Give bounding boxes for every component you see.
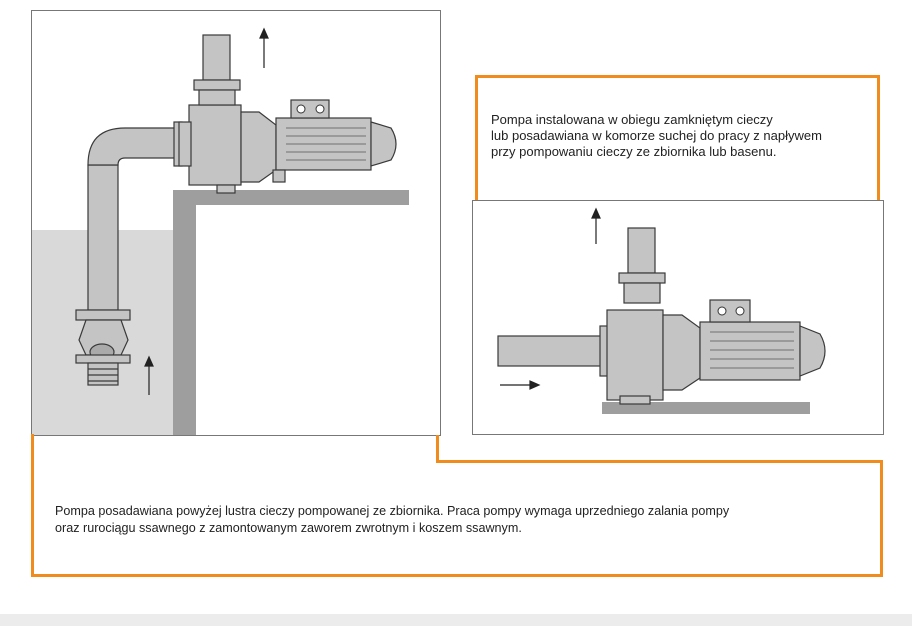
callout-connector bbox=[436, 435, 439, 461]
pump-casing bbox=[188, 104, 242, 186]
discharge-pipe bbox=[202, 34, 231, 81]
pump-casing bbox=[606, 309, 664, 401]
suction-pipe-vertical bbox=[87, 164, 119, 311]
flow-arrow-up-icon bbox=[259, 27, 269, 68]
closed-loop-diagram bbox=[472, 200, 884, 435]
pump-floor bbox=[173, 190, 409, 205]
suction-pipe-horizontal bbox=[497, 335, 603, 367]
suction-strainer bbox=[87, 362, 119, 386]
pump-floor bbox=[602, 402, 810, 414]
discharge-pipe bbox=[627, 227, 656, 274]
footer-bar bbox=[0, 614, 912, 626]
callout-frame-top bbox=[475, 75, 880, 200]
flow-arrow-up-icon bbox=[144, 355, 154, 395]
tank-wall bbox=[173, 190, 196, 435]
callout-frame-bottom-left bbox=[31, 434, 34, 464]
suction-lift-diagram bbox=[31, 10, 441, 436]
flow-arrow-right-icon bbox=[500, 380, 541, 390]
caption-suction-lift: Pompa posadawiana powyżej lustra cieczy … bbox=[55, 504, 730, 535]
flow-arrow-up-icon bbox=[591, 207, 601, 244]
motor-terminal-box-icon bbox=[290, 99, 330, 119]
callout-frame-bottom bbox=[31, 460, 883, 577]
motor-terminal-box-icon bbox=[709, 299, 751, 323]
caption-closed-loop: Pompa instalowana w obiegu zamkniętym ci… bbox=[491, 112, 822, 159]
callout-frame-bottom-top bbox=[436, 460, 883, 463]
motor-body bbox=[699, 321, 801, 381]
